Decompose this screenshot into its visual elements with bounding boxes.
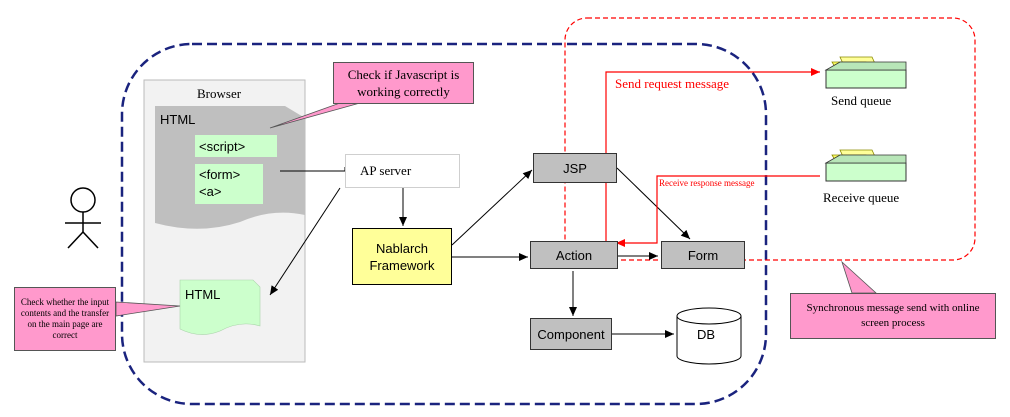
callout-check-tail <box>115 301 181 317</box>
arrow-send-request <box>605 68 820 242</box>
messaging-boundary <box>564 17 976 261</box>
ap-server-box: AP server <box>345 154 460 188</box>
component-box: Component <box>530 318 612 350</box>
callout-js-line2: working correctly <box>357 84 450 99</box>
arrow-framework-to-jsp <box>451 169 533 246</box>
callout-check-line4: correct <box>52 330 78 340</box>
db-label: DB <box>697 327 716 342</box>
receive-queue-icon <box>824 149 907 182</box>
send-queue-label: Send queue <box>831 93 892 108</box>
user-icon <box>65 187 101 249</box>
receive-response-label: Receive response message <box>659 178 755 188</box>
ap-server-boundary <box>120 42 768 406</box>
callout-check-line3: on the main page are <box>27 319 103 329</box>
callout-js: Check if Javascript is working correctly <box>333 62 474 104</box>
a-tag-label: <a> <box>199 184 222 199</box>
html-label: HTML <box>160 112 196 127</box>
callout-check-line1: Check whether the input <box>20 297 110 307</box>
db-cylinder-icon <box>676 307 742 365</box>
html2-label: HTML <box>185 287 221 302</box>
form-tag-box: <form> <a> <box>195 164 263 204</box>
callout-js-line1: Check if Javascript is <box>347 67 460 82</box>
send-queue-icon <box>824 56 907 89</box>
callout-check-line2: contents and the transfer <box>20 308 110 318</box>
callout-sync-tail <box>841 260 878 294</box>
framework-box: Nablarch Framework <box>352 228 452 285</box>
callout-check: Check whether the input contents and the… <box>14 287 116 351</box>
send-request-label: Send request message <box>615 76 730 91</box>
arrow-ap-to-html2 <box>269 187 341 296</box>
framework-line2: Framework <box>369 257 435 273</box>
script-tag-box: <script> <box>195 135 277 157</box>
callout-sync: Synchronous message send with online scr… <box>790 293 996 339</box>
form-box: Form <box>661 241 745 269</box>
jsp-box: JSP <box>533 153 617 183</box>
arrow-jsp-to-form <box>616 167 691 240</box>
form-tag-label: <form> <box>199 167 241 182</box>
callout-sync-line2: screen process <box>861 317 925 329</box>
arrow-receive-response <box>616 175 820 247</box>
callout-sync-line1: Synchronous message send with online <box>806 302 980 314</box>
framework-line1: Nablarch <box>375 240 429 256</box>
receive-queue-label: Receive queue <box>823 190 900 205</box>
html2-document-shape <box>179 279 261 335</box>
action-box: Action <box>530 241 618 269</box>
browser-label: Browser <box>197 86 242 101</box>
